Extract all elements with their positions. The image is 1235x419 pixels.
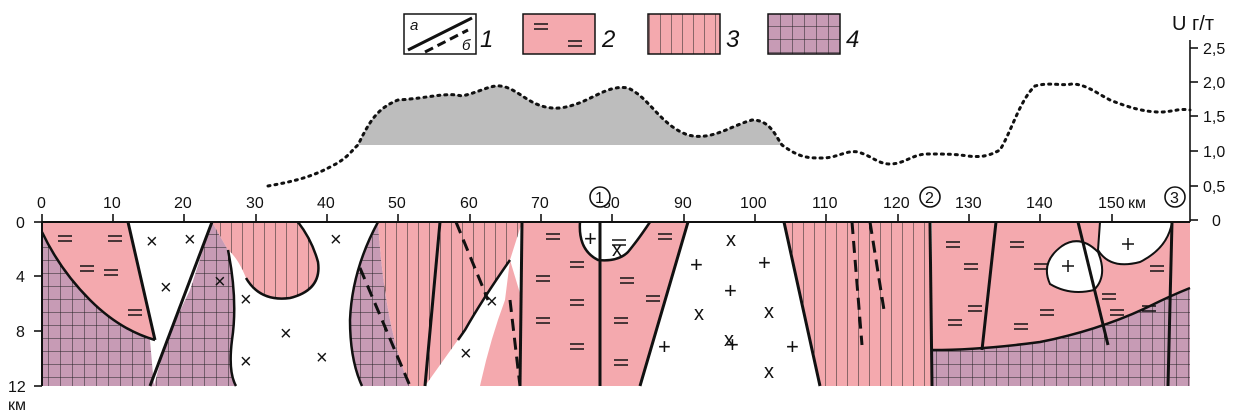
profile-marker-1: 1 <box>589 186 611 208</box>
granite-x-symbols: ×× ×× ×× ×× ×× ×x xx xx x <box>146 229 774 383</box>
svg-text:3: 3 <box>1170 190 1179 207</box>
unit-2-lens <box>480 260 522 386</box>
unit-4-central-west <box>350 222 410 386</box>
svg-text:+: + <box>690 252 703 277</box>
svg-text:+: + <box>724 278 737 303</box>
granite-body-east-2 <box>1096 221 1174 266</box>
legend-number-3: 3 <box>726 26 740 53</box>
distance-tick-label: 140 <box>1026 195 1053 212</box>
depth-tick-label: 0 <box>16 215 25 232</box>
leucogranite-symbols <box>1062 238 1134 272</box>
distance-tick-label: 30 <box>246 195 264 212</box>
uranium-curve <box>266 82 1192 188</box>
depth-axis-unit: км <box>8 397 26 414</box>
faults-solid <box>126 221 1174 387</box>
distance-tick-label: 60 <box>460 195 478 212</box>
svg-text:x: x <box>694 303 704 325</box>
uranium-axis-ticks <box>1190 47 1198 221</box>
distance-tick-label: 50 <box>388 195 406 212</box>
uranium-tick-label: 2,0 <box>1203 75 1225 92</box>
uranium-tick-label: 1,5 <box>1203 109 1225 126</box>
svg-text:×: × <box>240 289 252 311</box>
unit-3-east-of-57 <box>425 222 522 386</box>
svg-text:2: 2 <box>925 190 934 207</box>
depth-tick-label: 4 <box>16 269 25 286</box>
svg-text:×: × <box>280 323 292 345</box>
depth-axis: 0 4 8 12 км <box>8 215 43 414</box>
svg-text:x: x <box>726 229 736 251</box>
legend-number-4: 4 <box>846 26 859 53</box>
uranium-profile <box>266 82 1192 188</box>
unit-2-west <box>42 222 155 340</box>
unit-2-central <box>520 222 688 386</box>
distance-tick-label: 0 <box>37 195 46 212</box>
depth-ticks <box>34 221 42 387</box>
svg-text:×: × <box>184 229 196 251</box>
legend-item-4: 4 <box>767 13 859 55</box>
svg-text:×: × <box>316 347 328 369</box>
svg-text:x: x <box>764 361 774 383</box>
distance-tick-label: 110 <box>812 195 838 212</box>
uranium-tick-label: 0,5 <box>1203 179 1225 196</box>
legend-number-2: 2 <box>601 26 615 53</box>
unit-boundaries <box>40 221 1191 387</box>
uranium-tick-label: 1,0 <box>1203 144 1225 161</box>
distance-tick-label: 120 <box>883 195 910 212</box>
unit-4-east <box>932 288 1190 386</box>
svg-text:×: × <box>146 231 158 253</box>
distance-tick-label: 10 <box>103 195 121 212</box>
svg-text:×: × <box>460 343 472 365</box>
unit-4-wedge <box>154 222 236 386</box>
uranium-axis-title: U г/т <box>1172 13 1214 35</box>
svg-text:x: x <box>764 301 774 323</box>
svg-text:1: 1 <box>595 190 604 207</box>
distance-tick-label: 90 <box>674 195 692 212</box>
distance-tick-label: 40 <box>317 195 335 212</box>
uranium-axis: U г/т 2,5 2,0 1,5 1,0 0,5 0 <box>1172 13 1225 230</box>
profile-markers: 1 2 3 <box>589 186 1186 208</box>
unit-3-central <box>378 222 440 386</box>
legend-sub-b: б <box>462 37 471 54</box>
legend-item-3: 3 <box>647 13 740 55</box>
depth-tick-label: 12 <box>8 379 26 396</box>
depth-tick-label: 8 <box>16 324 25 341</box>
uranium-tick-label: 0 <box>1212 213 1221 230</box>
distance-tick-label: 130 <box>955 195 982 212</box>
svg-text:+: + <box>786 334 799 359</box>
legend-item-1: а б 1 <box>403 13 493 55</box>
distance-ticks <box>41 214 1113 222</box>
distance-axis: 0 10 20 30 40 50 60 70 80 90 100 110 120… <box>37 195 1190 223</box>
svg-text:+: + <box>758 250 771 275</box>
unit-3-upper-west <box>212 222 319 299</box>
svg-text:×: × <box>240 351 252 373</box>
svg-text:x: x <box>724 329 734 351</box>
profile-marker-3: 3 <box>1164 186 1186 208</box>
svg-text:+: + <box>658 334 671 359</box>
profile-marker-2: 2 <box>919 186 941 208</box>
distance-tick-label: 100 <box>740 195 767 212</box>
svg-text:×: × <box>160 277 172 299</box>
distance-axis-unit: км <box>1128 195 1146 212</box>
svg-text:+: + <box>584 226 597 251</box>
svg-text:+: + <box>726 332 739 357</box>
cross-section: ×× ×× ×× ×× ×× ×x xx xx x ++ ++ ++ + <box>40 221 1191 387</box>
distance-tick-label: 20 <box>174 195 192 212</box>
legend: а б 1 2 3 4 <box>403 13 859 55</box>
svg-text:×: × <box>486 291 498 313</box>
legend-sub-a: а <box>410 17 418 34</box>
uranium-tick-label: 2,5 <box>1203 41 1225 58</box>
unit-2-symbols <box>58 233 1164 366</box>
svg-text:×: × <box>330 229 342 251</box>
legend-number-1: 1 <box>480 26 493 53</box>
svg-text:×: × <box>214 271 226 293</box>
distance-tick-label: 70 <box>531 195 549 212</box>
legend-item-2: 2 <box>522 13 615 55</box>
distance-tick-label: 150 <box>1098 195 1125 212</box>
granite-plus-symbols: + + + + + + + <box>584 226 799 359</box>
faults-dashed <box>358 221 886 387</box>
uranium-anomaly-fill <box>358 85 782 145</box>
svg-text:x: x <box>612 239 622 261</box>
